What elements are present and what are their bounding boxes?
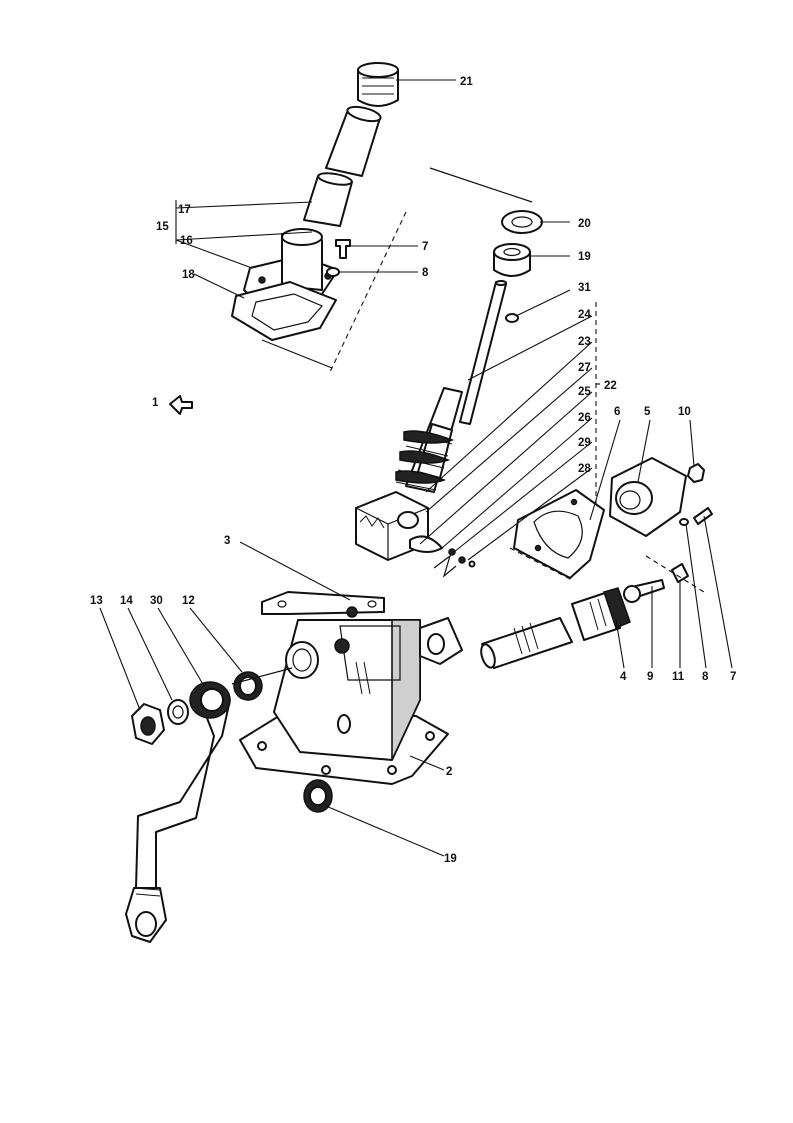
part-5-cover	[609, 457, 687, 537]
ball-return-parts	[409, 535, 476, 578]
callout-23: 23	[578, 336, 591, 348]
part-24-shaft	[459, 280, 507, 425]
callout-18: 18	[182, 269, 195, 281]
callout-5: 5	[644, 406, 651, 418]
callout-7-lower: 7	[730, 671, 736, 683]
bottom-bearing-19	[303, 779, 333, 813]
callout-25: 25	[578, 386, 591, 398]
part-31-key	[505, 313, 519, 323]
callout-30: 30	[150, 595, 163, 607]
part-21-cap	[357, 62, 399, 107]
column-assembly	[231, 62, 407, 373]
callout-24: 24	[578, 309, 591, 321]
callout-2: 2	[446, 766, 452, 778]
part-10-nut	[687, 463, 705, 483]
callout-12: 12	[182, 595, 195, 607]
steering-shaft-assembly	[355, 167, 600, 578]
side-cover-assembly	[480, 457, 713, 669]
column-sleeve	[325, 105, 382, 177]
callout-28: 28	[578, 463, 591, 475]
callout-27: 27	[578, 362, 591, 374]
upper-bolt-and-washer	[326, 239, 351, 277]
part-2-housing	[239, 591, 463, 785]
part-18-gasket	[231, 281, 337, 341]
callout-16: 16	[180, 235, 193, 247]
callout-13: 13	[90, 595, 103, 607]
callout-19-upper: 19	[578, 251, 591, 263]
callout-19-lower: 19	[444, 853, 457, 865]
callout-22: 22	[604, 380, 617, 392]
part-14-washer	[167, 699, 189, 725]
callout-11: 11	[672, 671, 685, 683]
part-12-seal	[233, 671, 263, 701]
pitman-arm-group	[125, 667, 293, 943]
part-23-worm	[395, 387, 463, 493]
part-19-bearing	[493, 243, 531, 277]
part-20-seal	[501, 210, 543, 234]
callout-9: 9	[647, 671, 653, 683]
callout-10: 10	[678, 406, 691, 418]
callout-7-upper: 7	[422, 241, 428, 253]
callout-26: 26	[578, 412, 591, 424]
part-17-tube	[303, 172, 353, 227]
callout-17: 17	[178, 204, 191, 216]
part-3-top-plate	[261, 591, 385, 615]
callout-21: 21	[460, 76, 473, 88]
part-9-adjuster-screw	[623, 579, 665, 603]
part-13-nut	[131, 703, 165, 745]
callout-14: 14	[120, 595, 133, 607]
callout-8-lower: 8	[702, 671, 709, 683]
part-30-pitman-arm	[125, 681, 231, 943]
callout-1: 1	[152, 397, 159, 409]
part-6-gasket	[513, 489, 605, 579]
part-11-lock	[671, 563, 689, 583]
callout-4: 4	[620, 671, 627, 683]
callout-labels: 21 17 15 16 18 7 8 20 19 31 24 23 27 25 …	[90, 76, 736, 865]
callout-15: 15	[156, 221, 169, 233]
direction-arrow-icon	[169, 395, 193, 415]
leader-lines	[99, 79, 733, 857]
callout-6: 6	[614, 406, 620, 418]
callout-20: 20	[578, 218, 591, 230]
callout-8-upper: 8	[422, 267, 429, 279]
callout-31: 31	[578, 282, 591, 294]
callout-29: 29	[578, 437, 591, 449]
callout-3: 3	[224, 535, 230, 547]
part-4-sector-shaft	[480, 587, 631, 669]
side-stud-and-washer	[679, 507, 713, 526]
